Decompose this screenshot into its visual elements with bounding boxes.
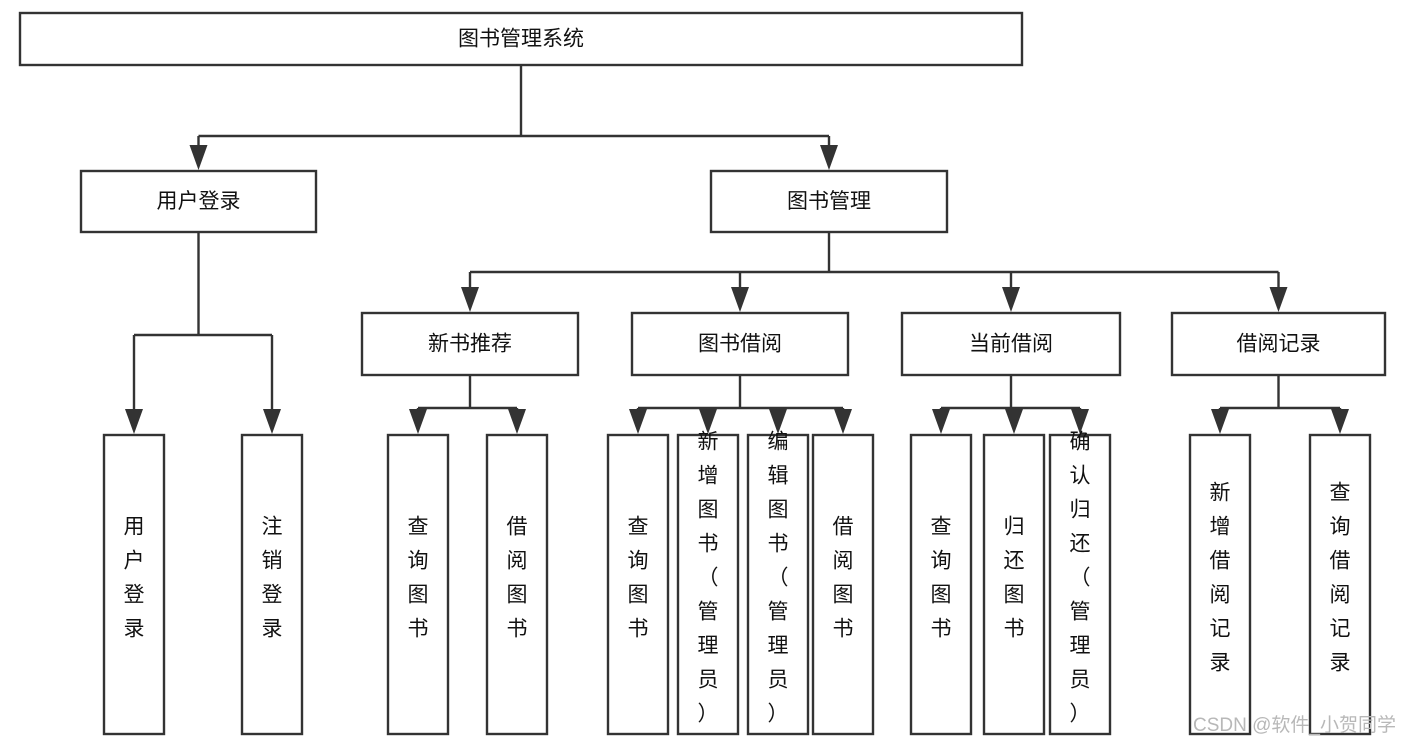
node-box[interactable] xyxy=(102,433,166,736)
node-leaf-query-book-3[interactable]: 查询图书 xyxy=(909,433,973,736)
node-leaf-query-record[interactable]: 查询借阅记录 xyxy=(1308,433,1372,736)
node-borrow-record[interactable]: 借阅记录 xyxy=(1170,311,1387,377)
node-box[interactable] xyxy=(1308,433,1372,736)
node-leaf-query-book-1[interactable]: 查询图书 xyxy=(386,433,450,736)
node-box[interactable] xyxy=(676,433,740,736)
arrow-head-icon xyxy=(932,409,950,434)
arrow-head-icon xyxy=(769,409,787,434)
node-leaf-confirm-return[interactable]: 确认归还（管理员） xyxy=(1048,431,1112,736)
node-layer: 图书管理系统用户登录图书管理新书推荐图书借阅当前借阅借阅记录用户登录注销登录查询… xyxy=(18,11,1387,736)
arrow-head-icon xyxy=(125,409,143,434)
arrow-head-icon xyxy=(1005,409,1023,434)
arrow-head-icon xyxy=(1269,287,1288,312)
node-leaf-return-book[interactable]: 归还图书 xyxy=(982,433,1046,736)
arrow-head-icon xyxy=(1002,287,1020,312)
node-book-manage[interactable]: 图书管理 xyxy=(709,169,949,234)
node-box[interactable] xyxy=(485,433,549,736)
csdn-watermark: CSDN @软件_小贺同学 xyxy=(1193,714,1396,736)
node-user-login[interactable]: 用户登录 xyxy=(79,169,318,234)
node-label: 借阅记录 xyxy=(1237,333,1321,356)
node-label: 用户登录 xyxy=(124,516,145,641)
node-label: 新书推荐 xyxy=(428,333,512,356)
node-leaf-borrow-book-2[interactable]: 借阅图书 xyxy=(811,433,875,736)
arrow-head-icon xyxy=(629,409,647,434)
node-label: 用户登录 xyxy=(157,190,241,213)
node-box[interactable] xyxy=(909,433,973,736)
node-root[interactable]: 图书管理系统 xyxy=(18,11,1024,67)
node-leaf-add-book[interactable]: 新增图书（管理员） xyxy=(676,431,740,736)
node-label: 新增借阅记录 xyxy=(1210,482,1231,675)
node-label: 新增图书（管理员） xyxy=(698,431,719,726)
node-box[interactable] xyxy=(746,433,810,736)
arrow-head-icon xyxy=(731,287,749,312)
node-label: 查询借阅记录 xyxy=(1330,482,1351,675)
node-leaf-borrow-book-1[interactable]: 借阅图书 xyxy=(485,433,549,736)
node-box[interactable] xyxy=(360,311,580,377)
arrow-head-icon xyxy=(508,409,526,434)
node-book-borrow[interactable]: 图书借阅 xyxy=(630,311,850,377)
node-label: 查询图书 xyxy=(408,516,429,641)
node-box[interactable] xyxy=(811,433,875,736)
arrow-head-icon xyxy=(834,409,852,434)
arrow-head-icon xyxy=(699,409,717,434)
node-leaf-add-record[interactable]: 新增借阅记录 xyxy=(1188,433,1252,736)
node-box[interactable] xyxy=(386,433,450,736)
node-box[interactable] xyxy=(240,433,304,736)
node-box[interactable] xyxy=(606,433,670,736)
connector-layer xyxy=(125,65,1349,434)
node-box[interactable] xyxy=(982,433,1046,736)
node-label: 借阅图书 xyxy=(507,516,528,641)
node-box[interactable] xyxy=(630,311,850,377)
node-box[interactable] xyxy=(79,169,318,234)
node-label: 查询图书 xyxy=(931,516,952,641)
arrow-head-icon xyxy=(189,145,208,170)
node-label: 确认归还（管理员） xyxy=(1070,431,1091,726)
node-leaf-edit-book[interactable]: 编辑图书（管理员） xyxy=(746,431,810,736)
node-label: 编辑图书（管理员） xyxy=(768,431,789,726)
node-box[interactable] xyxy=(1188,433,1252,736)
node-label: 归还图书 xyxy=(1004,516,1025,641)
node-label: 图书管理系统 xyxy=(458,28,584,51)
node-leaf-user-login[interactable]: 用户登录 xyxy=(102,433,166,736)
node-box[interactable] xyxy=(18,11,1024,67)
node-label: 图书借阅 xyxy=(698,333,782,356)
node-box[interactable] xyxy=(900,311,1122,377)
arrow-head-icon xyxy=(1211,409,1229,434)
arrow-head-icon xyxy=(1071,409,1089,434)
arrow-head-icon xyxy=(461,287,479,312)
arrow-head-icon xyxy=(263,409,281,434)
arrow-head-icon xyxy=(1331,409,1349,434)
node-leaf-query-book-2[interactable]: 查询图书 xyxy=(606,433,670,736)
node-box[interactable] xyxy=(1048,433,1112,736)
node-box[interactable] xyxy=(1170,311,1387,377)
node-label: 图书管理 xyxy=(787,190,871,213)
arrow-head-icon xyxy=(409,409,427,434)
node-box[interactable] xyxy=(709,169,949,234)
node-current-borrow[interactable]: 当前借阅 xyxy=(900,311,1122,377)
node-label: 当前借阅 xyxy=(969,333,1053,356)
node-leaf-logout[interactable]: 注销登录 xyxy=(240,433,304,736)
node-label: 借阅图书 xyxy=(833,516,854,641)
node-label: 注销登录 xyxy=(262,516,283,641)
node-new-book-rec[interactable]: 新书推荐 xyxy=(360,311,580,377)
arrow-head-icon xyxy=(820,145,838,170)
node-label: 查询图书 xyxy=(628,516,649,641)
